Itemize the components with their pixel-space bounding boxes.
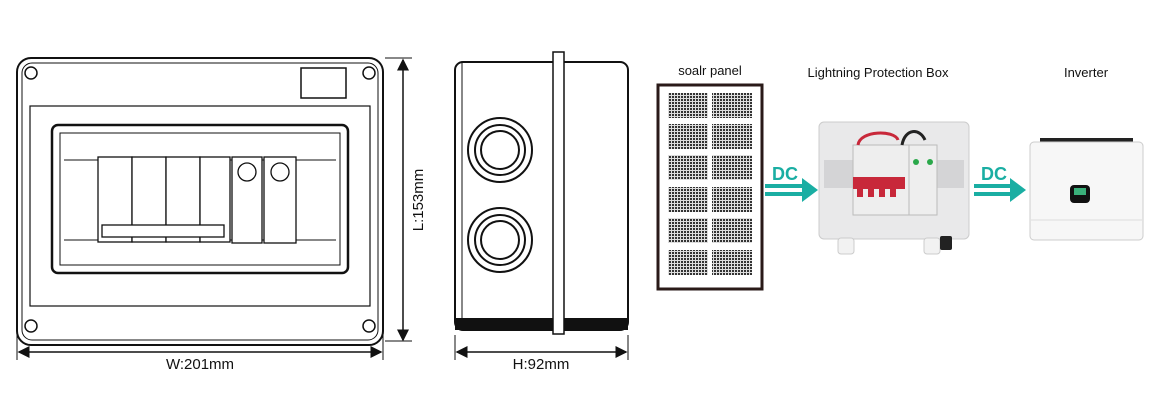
dc-arrow-2: DC [974, 164, 1026, 202]
dc-arrow-1: DC [765, 164, 818, 202]
inverter [1029, 138, 1144, 241]
protection-box-label: Lightning Protection Box [808, 65, 949, 80]
breaker-modules [97, 156, 297, 244]
inverter-label: Inverter [1064, 65, 1109, 80]
solar-panel-label: soalr panel [678, 63, 742, 78]
length-dimension: L:153mm [385, 57, 427, 342]
screw-icons [24, 66, 376, 333]
solar-panel [656, 83, 764, 291]
dc-label-1: DC [772, 164, 798, 184]
lightning-protection-box [818, 121, 970, 255]
width-dimension: W:201mm [16, 330, 384, 373]
height-label: H:92mm [513, 356, 570, 373]
dc-label-2: DC [981, 164, 1007, 184]
front-view-enclosure [16, 57, 384, 346]
width-label: W:201mm [166, 356, 234, 373]
side-view-enclosure [454, 51, 629, 335]
height-dimension: H:92mm [454, 335, 629, 373]
length-label: L:153mm [410, 169, 427, 232]
